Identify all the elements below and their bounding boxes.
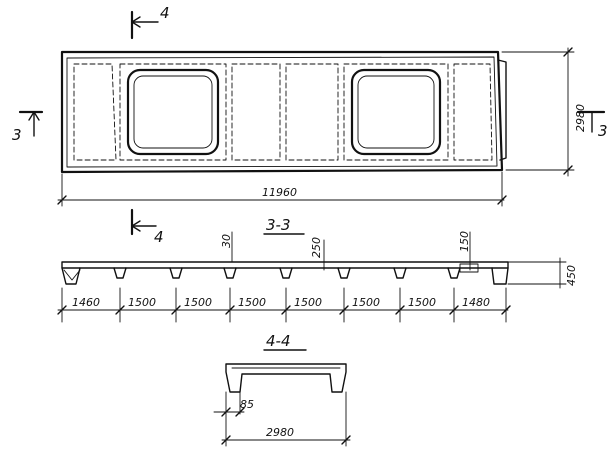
- span-label: 1500: [184, 296, 212, 309]
- opening-right-inner: [357, 75, 435, 149]
- section-3-3-flange: [61, 261, 509, 269]
- span-label: 1500: [294, 296, 322, 309]
- rib-cell: [453, 63, 493, 161]
- edge-85-label: 85: [240, 398, 254, 411]
- rib-cell: [73, 63, 117, 161]
- section-3-3: 3-3 30 250 150 450: [57, 216, 578, 323]
- section-3-3-end-block: [63, 269, 81, 281]
- width-tick: [563, 165, 573, 175]
- section-4-arrowhead-top: [131, 16, 141, 28]
- section-3-3-rib: [61, 267, 81, 285]
- plan-right-lip: [497, 59, 507, 161]
- rib-30-label: 30: [220, 234, 233, 248]
- rib-250-label: 250: [310, 237, 323, 258]
- section-3-3-title: 3-3: [266, 216, 291, 234]
- width-label: 2980: [574, 104, 587, 132]
- section-4-label-top: 4: [160, 4, 170, 22]
- section-4-4: 4-4 85 2980: [213, 332, 351, 447]
- section-4-4-width-label: 2980: [266, 426, 294, 439]
- length-label: 11960: [262, 186, 297, 199]
- span-label: 1500: [408, 296, 436, 309]
- rib-cell: [285, 63, 339, 161]
- section-3-arrowhead-left: [28, 111, 40, 121]
- height-450-label: 450: [565, 265, 578, 286]
- span-label: 1500: [128, 296, 156, 309]
- edge-85-tick: [235, 407, 245, 417]
- section-3-3-rib: [279, 267, 293, 279]
- opening-left: [126, 68, 220, 156]
- section-3-3-rib: [113, 267, 127, 279]
- section-3-label-left: 3: [12, 126, 22, 144]
- section-3-3-rib: [223, 267, 237, 279]
- rib-150-label: 150: [458, 231, 471, 252]
- section-4-4-width-tick: [341, 435, 351, 445]
- opening-right: [350, 68, 442, 156]
- section-3-label-right: 3: [598, 122, 608, 140]
- span-label: 1500: [238, 296, 266, 309]
- length-tick: [497, 195, 507, 205]
- span-label: 1460: [72, 296, 100, 309]
- section-4-4-title: 4-4: [266, 332, 291, 350]
- section-4-4-profile: [225, 363, 347, 393]
- span-label: 1480: [462, 296, 490, 309]
- plan-view: 11960 2980 4 3 3 4: [12, 4, 608, 246]
- section-3-3-rib: [393, 267, 407, 279]
- section-4-label-bottom: 4: [154, 228, 164, 246]
- width-tick: [563, 47, 573, 57]
- section-3-3-rib: [337, 267, 351, 279]
- section-3-3-rib: [169, 267, 183, 279]
- edge-85-tick: [221, 407, 231, 417]
- section-3-3-end-block: [459, 263, 479, 273]
- plan-inner-edge: [66, 56, 498, 168]
- rib-cell: [343, 63, 449, 161]
- section-3-3-rib: [491, 267, 509, 285]
- section-3-3-rib: [447, 267, 461, 279]
- span-label: 1500: [352, 296, 380, 309]
- length-tick: [57, 195, 67, 205]
- section-4-4-width-tick: [221, 435, 231, 445]
- rib-cell: [231, 63, 281, 161]
- plan-outline: [60, 50, 504, 174]
- rib-cell: [119, 63, 227, 161]
- opening-left-inner: [133, 75, 213, 149]
- section-4-arrowhead-bottom: [131, 220, 141, 232]
